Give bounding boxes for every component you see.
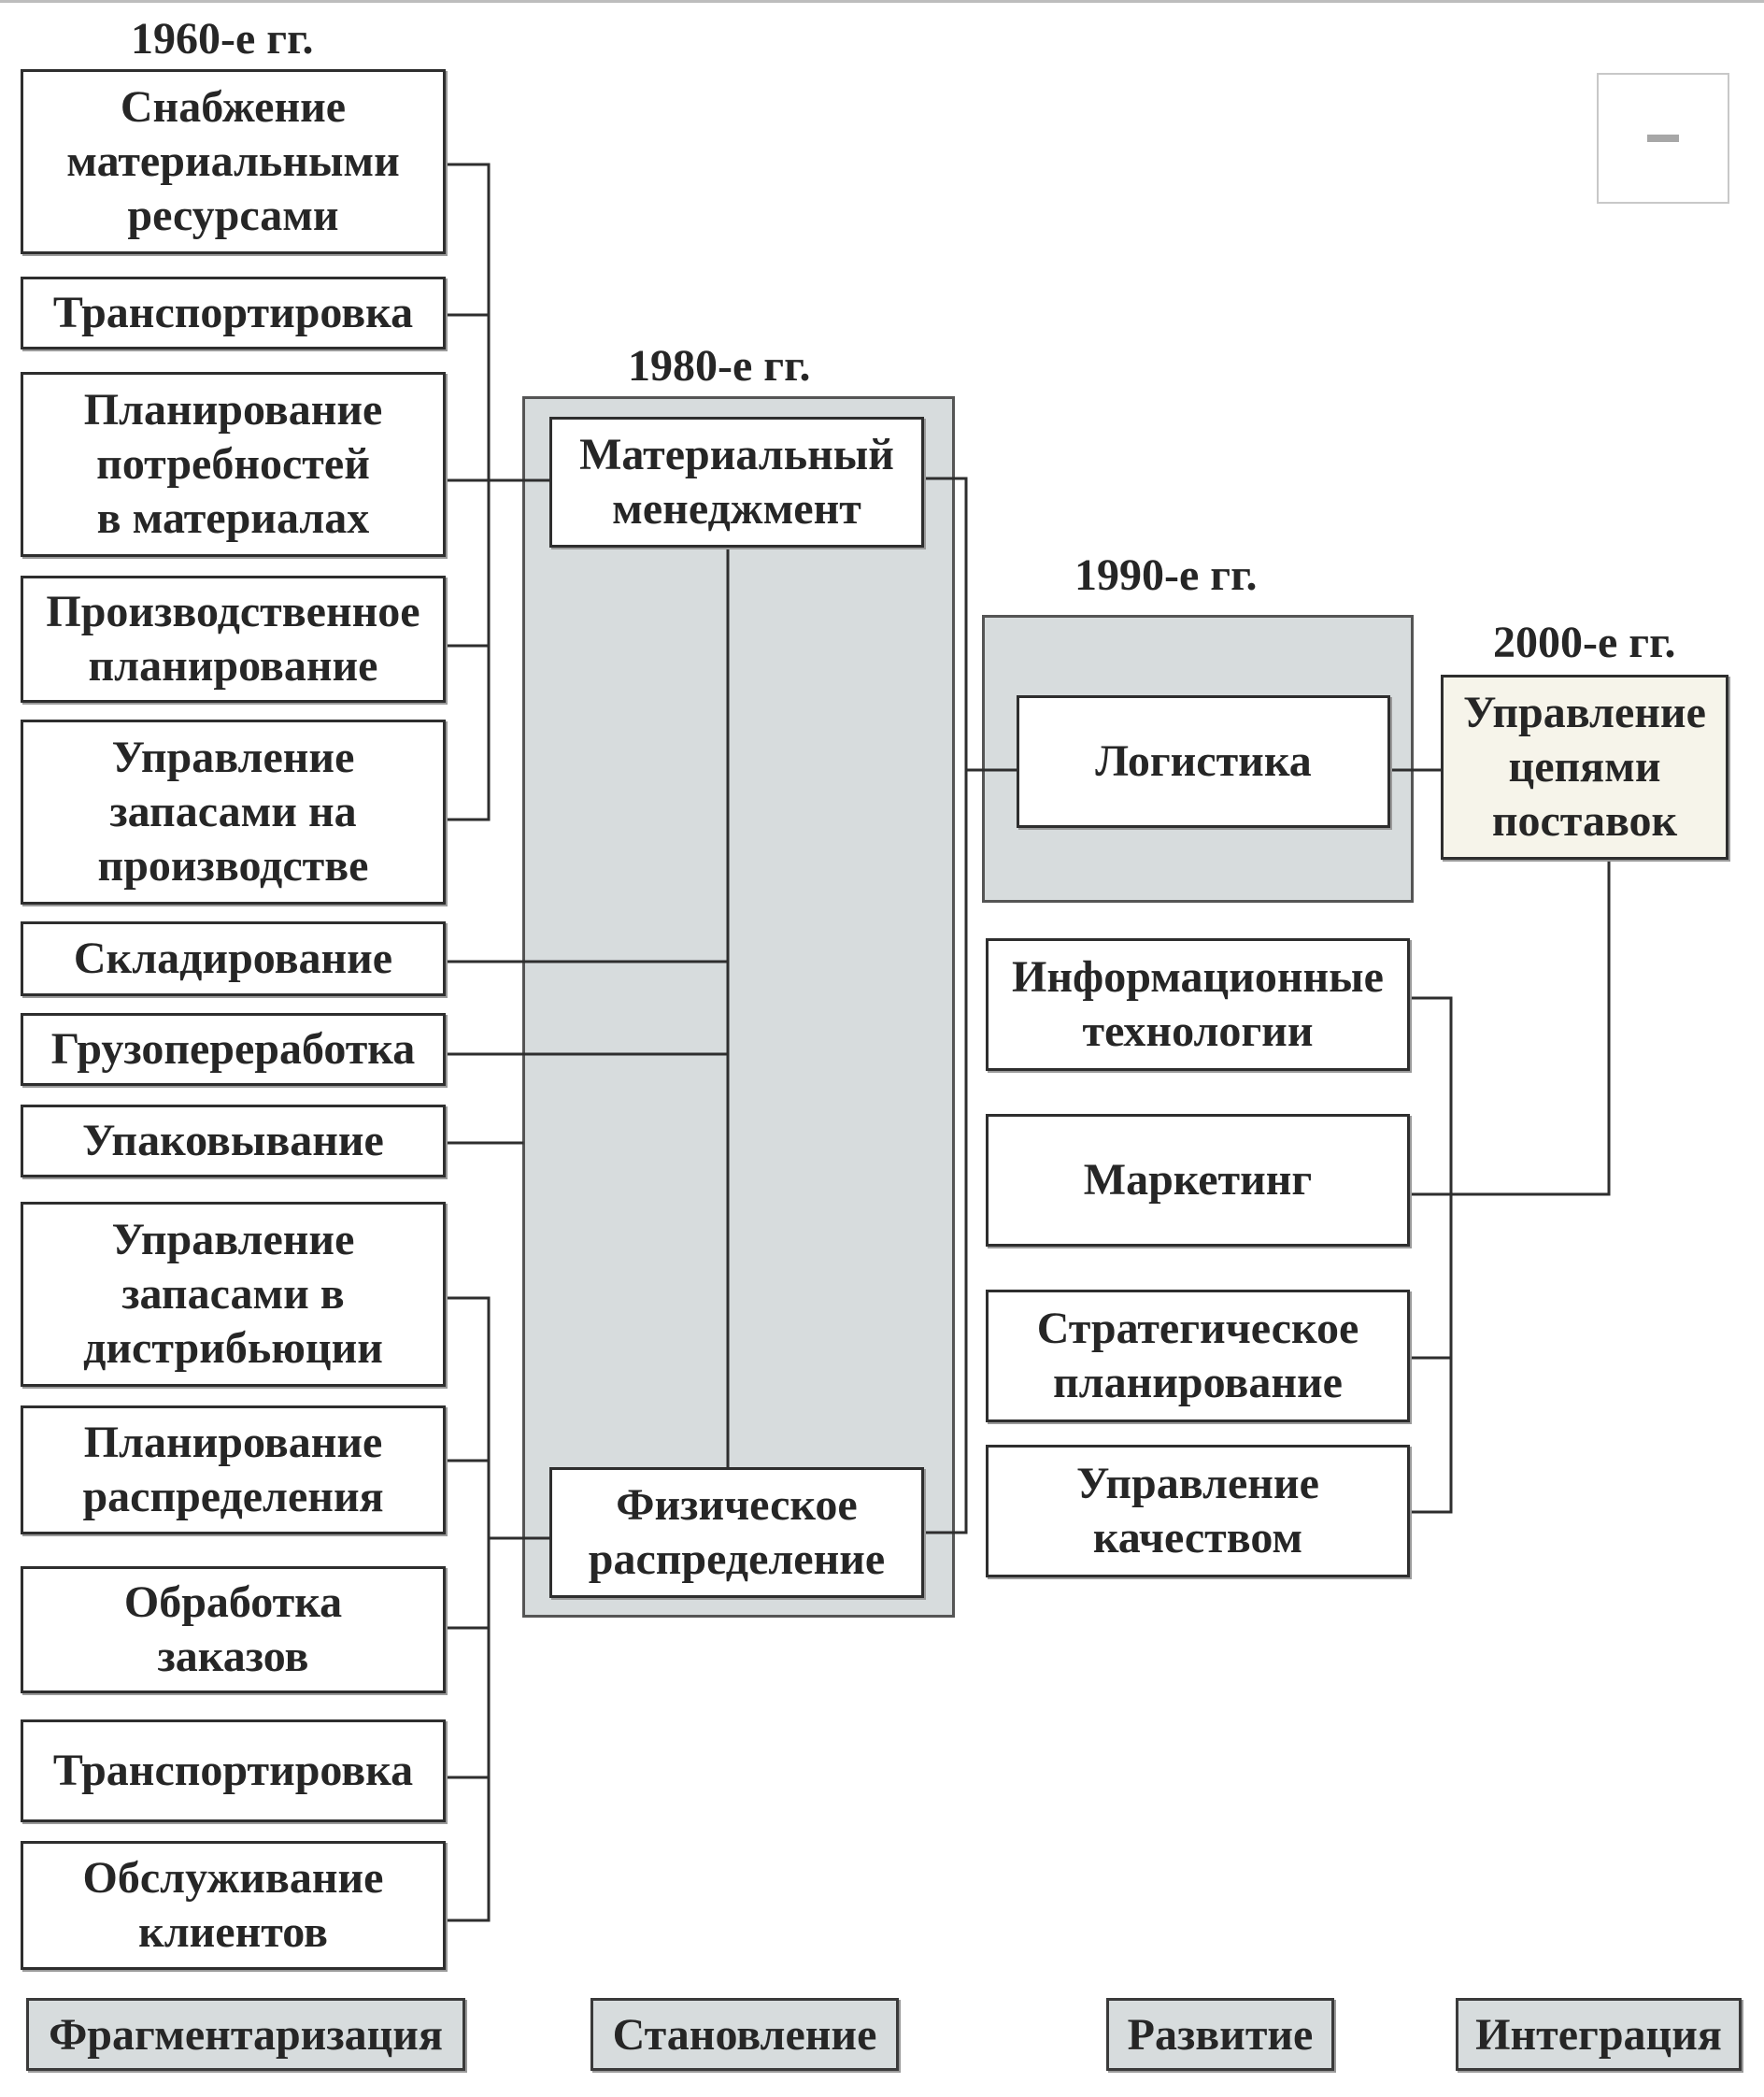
era-1980-label: 1980-е гг. (628, 341, 811, 391)
box-information-technology: Информационные технологии (986, 938, 1410, 1071)
box-quality-management: Управление качеством (986, 1445, 1410, 1577)
stage-formation: Становление (590, 1998, 899, 2071)
box-order-processing: Обработка заказов (21, 1566, 446, 1693)
box-production-planning: Производственное планирование (21, 576, 446, 703)
box-supply-chain-management: Управление цепями поставок (1441, 675, 1728, 860)
top-border (0, 0, 1764, 3)
box-distribution-inventory: Управление запасами в дистрибьюции (21, 1202, 446, 1387)
box-warehousing: Складирование (21, 921, 446, 996)
box-production-inventory: Управление запасами на производстве (21, 720, 446, 905)
era-1960-label: 1960-е гг. (131, 14, 314, 64)
box-material-requirements-planning: Планирование потребностей в материалах (21, 372, 446, 557)
stage-integration: Интеграция (1456, 1998, 1742, 2071)
box-customer-service: Обслуживание клиентов (21, 1841, 446, 1970)
minimize-button[interactable] (1597, 73, 1729, 204)
box-cargo-handling: Грузопереработка (21, 1013, 446, 1086)
box-packaging: Упаковывание (21, 1105, 446, 1177)
era-1990-label: 1990-е гг. (1074, 550, 1258, 600)
stage-fragmentation: Фрагментаризация (26, 1998, 465, 2071)
box-logistics: Логистика (1017, 695, 1390, 828)
box-transport-1: Транспортировка (21, 277, 446, 350)
group-1980 (522, 396, 955, 1618)
box-material-supply: Снабжение материальными ресурсами (21, 69, 446, 254)
box-transport-2: Транспортировка (21, 1719, 446, 1822)
minus-icon (1647, 135, 1679, 142)
box-strategic-planning: Стратегическое планирование (986, 1290, 1410, 1422)
box-marketing: Маркетинг (986, 1114, 1410, 1247)
box-physical-distribution: Физическое распределение (549, 1467, 924, 1598)
box-distribution-planning: Планирование распределения (21, 1405, 446, 1534)
era-2000-label: 2000-е гг. (1493, 618, 1676, 667)
box-material-management: Материальный менеджмент (549, 417, 924, 548)
stage-development: Развитие (1106, 1998, 1334, 2071)
